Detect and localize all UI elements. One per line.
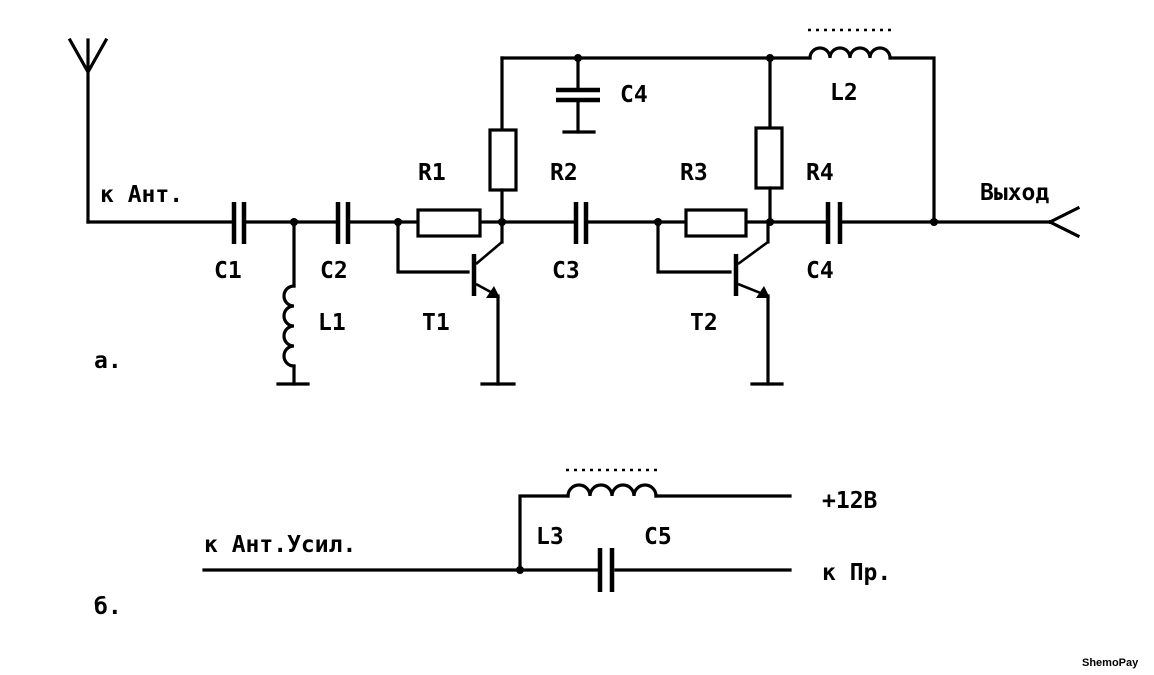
- label-c3: C3: [552, 258, 580, 284]
- resistor-r2: [488, 56, 518, 224]
- label-c5: C5: [644, 524, 672, 550]
- power-injector-schematic: [202, 468, 792, 592]
- label-k-ant-usil: к Ант.Усил.: [204, 532, 356, 558]
- label-c1: C1: [214, 258, 242, 284]
- label-vykhod: Выход: [980, 180, 1049, 206]
- label-plus12: +12В: [822, 488, 878, 514]
- capacitor-c1: [231, 202, 247, 244]
- inductor-l1: [276, 220, 310, 386]
- label-r3: R3: [680, 160, 708, 186]
- resistor-r4: [754, 56, 784, 224]
- label-l2: L2: [830, 80, 858, 106]
- transistor-t1: [396, 220, 516, 386]
- antenna-symbol: [67, 37, 109, 224]
- label-l3: L3: [536, 524, 564, 550]
- capacitor-c4-output: [825, 202, 843, 244]
- resistor-r3: [684, 208, 748, 238]
- label-c4-out: C4: [806, 258, 834, 284]
- junction-c1-c2: [290, 218, 298, 226]
- supply-rail-top: [500, 56, 936, 224]
- junction-output: [930, 218, 938, 226]
- inductor-l2: [808, 28, 896, 60]
- junction-injector: [516, 566, 524, 574]
- label-part-b: б.: [94, 594, 122, 620]
- label-k-ant: к Ант.: [100, 182, 183, 208]
- label-l1: L1: [318, 310, 346, 336]
- label-part-a: а.: [94, 348, 122, 374]
- resistor-r1: [416, 208, 482, 238]
- capacitor-c3: [573, 202, 589, 244]
- junction-t2-collector: [766, 218, 774, 226]
- label-c4-top: C4: [620, 82, 648, 108]
- transistor-t2: [656, 220, 784, 386]
- label-c2: C2: [320, 258, 348, 284]
- label-r2: R2: [550, 160, 578, 186]
- label-r4: R4: [806, 160, 834, 186]
- label-k-pr: к Пр.: [822, 560, 891, 586]
- capacitor-c2: [335, 202, 351, 244]
- label-t2: T2: [690, 310, 718, 336]
- signal-line-main: [86, 205, 1081, 239]
- junction-t1-collector: [498, 218, 506, 226]
- capacitor-c4-decoupling: [556, 56, 600, 134]
- label-t1: T1: [422, 310, 450, 336]
- watermark: ShemoPay: [1082, 657, 1139, 669]
- label-r1: R1: [418, 160, 446, 186]
